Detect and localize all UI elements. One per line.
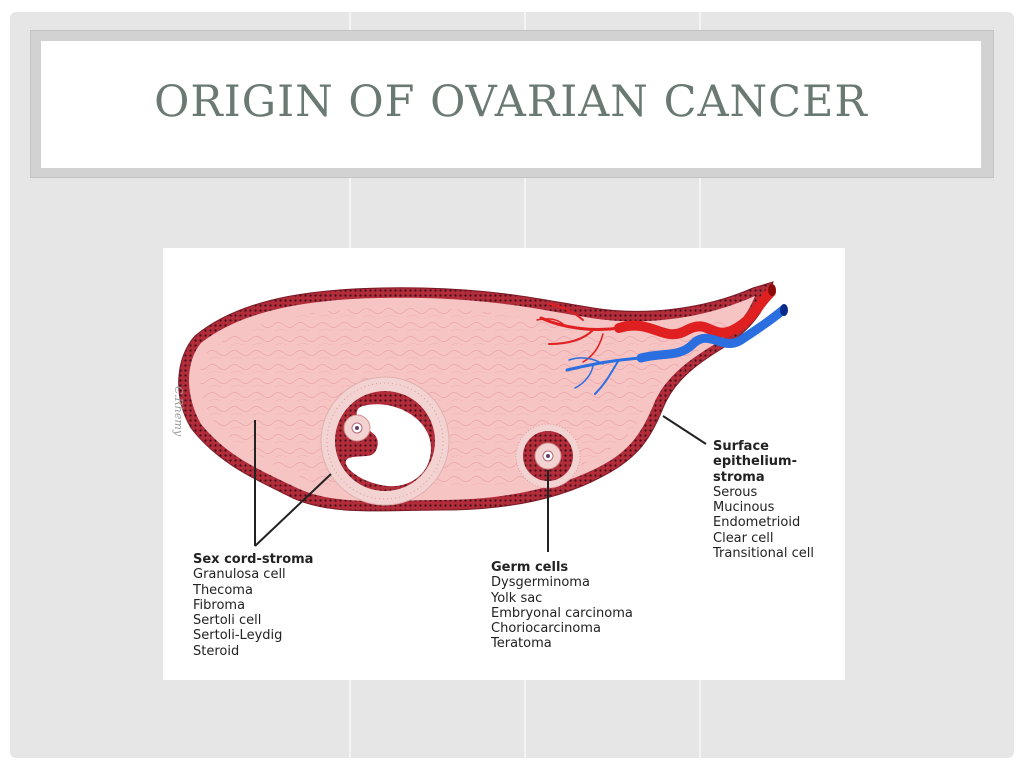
germ-cell-item: Choriocarcinoma bbox=[491, 621, 601, 637]
artist-signature: C.Rhemy bbox=[172, 386, 185, 437]
germ-cell-item: Yolk sac bbox=[491, 590, 543, 606]
sex-cord-item: Sertoli cell bbox=[193, 613, 262, 629]
surface-item: Mucinous bbox=[713, 500, 775, 516]
sex-cord-stroma-heading: Sex cord-stroma bbox=[193, 552, 314, 567]
surface-heading-line: epithelium- bbox=[713, 454, 797, 470]
sex-cord-item: Fibroma bbox=[193, 597, 246, 613]
title-box: ORIGIN OF OVARIAN CANCER bbox=[41, 41, 981, 168]
germ-cell-item: Teratoma bbox=[491, 636, 552, 652]
sex-cord-item: Sertoli-Leydig bbox=[193, 628, 283, 644]
germ-cells-heading: Germ cells bbox=[491, 560, 569, 575]
surface-item: Clear cell bbox=[713, 530, 774, 546]
sex-cord-item: Thecoma bbox=[193, 582, 253, 598]
surface-item: Transitional cell bbox=[713, 546, 814, 562]
sex-cord-item: Granulosa cell bbox=[193, 567, 286, 583]
vein bbox=[565, 305, 788, 395]
surface-item: Serous bbox=[713, 484, 758, 500]
surface-heading-line: Surface bbox=[713, 439, 769, 454]
surface-epithelium-label: Surface epithelium- stroma Serous Mucino… bbox=[713, 439, 814, 561]
surface-item: Endometrioid bbox=[713, 515, 801, 531]
germ-cell-item: Dysgerminoma bbox=[491, 575, 590, 591]
leader-lines bbox=[254, 415, 707, 552]
surface-heading-line: stroma bbox=[713, 469, 765, 485]
sex-cord-stroma-label: Sex cord-stroma Granulosa cell Thecoma F… bbox=[193, 552, 313, 659]
ovary-diagram: C.Rhemy Sex cord-stroma Granulosa cell T… bbox=[163, 248, 845, 680]
artery bbox=[536, 287, 776, 363]
germ-cell-item: Embryonal carcinoma bbox=[491, 605, 633, 621]
slide-title: ORIGIN OF OVARIAN CANCER bbox=[154, 76, 868, 127]
ovary-illustration bbox=[178, 281, 788, 552]
sex-cord-item: Steroid bbox=[193, 643, 240, 659]
germ-cells-label: Germ cells Dysgerminoma Yolk sac Embryon… bbox=[491, 560, 633, 652]
